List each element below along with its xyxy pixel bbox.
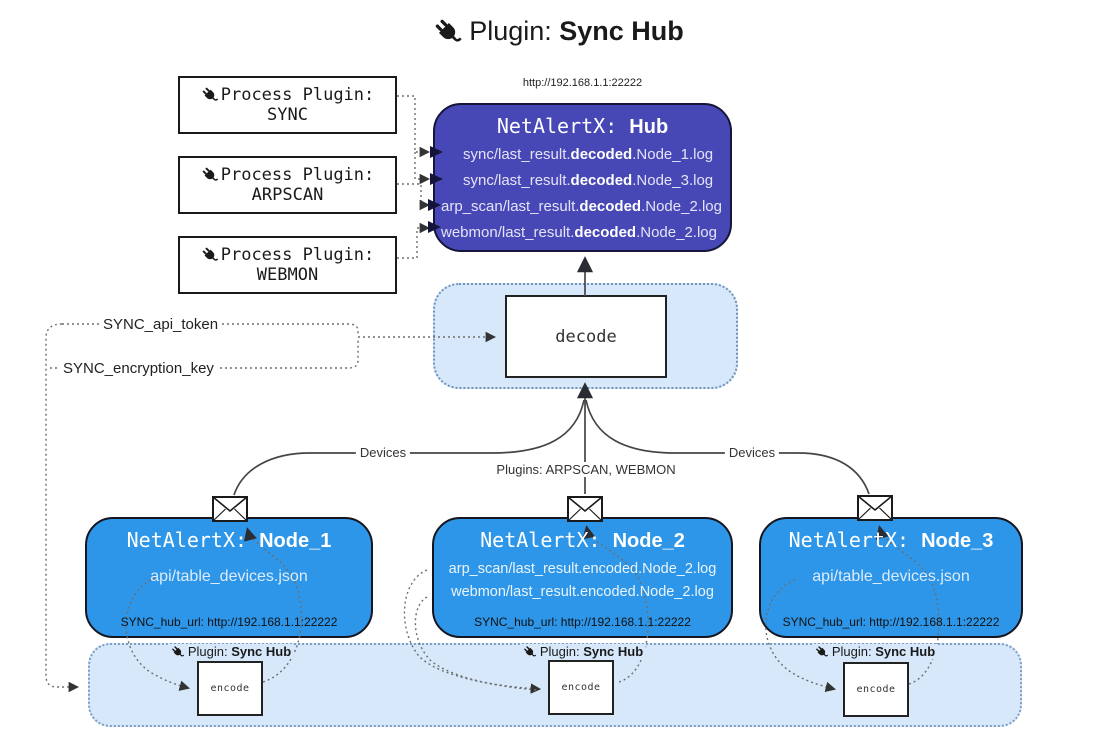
plug-icon [201, 86, 219, 104]
hub-log-line: sync/last_result.decoded.Node_1.log [463, 146, 714, 163]
wire-sync-to-hub-2 [414, 152, 431, 185]
plug-icon [201, 166, 219, 184]
node-title-bold: Node_1 [259, 530, 332, 552]
encode-box: encode [197, 661, 263, 716]
page-title-prefix: Plugin: [469, 16, 560, 46]
encode-label: encode [561, 682, 601, 693]
process-plugin-webmon-box: Process Plugin: WEBMON [178, 236, 397, 294]
hub-title-prefix: NetAlertX: [496, 114, 630, 138]
plug-icon [201, 246, 219, 264]
netalertx-node2-box: NetAlertX: Node_2 arp_scan/last_result.e… [432, 517, 733, 638]
envelope-icon [567, 496, 603, 522]
plug-icon [523, 645, 537, 659]
netalertx-node1-box: NetAlertX: Node_1 api/table_devices.json… [85, 517, 373, 638]
node-file: webmon/last_result.encoded.Node_2.log [451, 584, 714, 600]
page-title-bold: Sync Hub [559, 16, 684, 46]
hub-url-label: http://192.168.1.1:22222 [522, 77, 643, 89]
encode-box: encode [843, 662, 909, 717]
encode-box: encode [548, 660, 614, 715]
netalertx-node3-box: NetAlertX: Node_3 api/table_devices.json… [759, 517, 1023, 638]
process-plugin-name: ARPSCAN [251, 185, 324, 205]
node-file: arp_scan/last_result.encoded.Node_2.log [448, 561, 717, 577]
node-hub-url: SYNC_hub_url: http://192.168.1.1:22222 [782, 615, 1000, 629]
wire-arpscan-to-hub [397, 183, 431, 211]
process-plugin-label: Process Plugin: [220, 85, 375, 105]
hub-log-line: arp_scan/last_result.decoded.Node_2.log [441, 198, 722, 215]
node-title-prefix: NetAlertX: [788, 528, 922, 552]
node-title-prefix: NetAlertX: [126, 528, 260, 552]
band-plugin-label: Plugin: Sync Hub [519, 644, 647, 659]
node-title-bold: Node_3 [921, 530, 994, 552]
page-title: Plugin: Sync Hub [0, 16, 1117, 47]
process-plugin-arpscan-box: Process Plugin: ARPSCAN [178, 156, 397, 214]
devices-label-right: Devices [724, 445, 780, 460]
process-plugin-name: WEBMON [256, 265, 319, 285]
node-title-prefix: NetAlertX: [480, 528, 613, 552]
node-hub-url: SYNC_hub_url: http://192.168.1.1:22222 [120, 615, 338, 629]
sync-api-token-label: SYNC_api_token [100, 316, 222, 333]
plug-icon [815, 645, 829, 659]
envelope-icon [212, 496, 248, 522]
process-plugin-label: Process Plugin: [220, 245, 375, 265]
node-title-bold: Node_2 [612, 530, 685, 552]
devices-label-left: Devices [355, 445, 411, 460]
encode-label: encode [856, 684, 896, 695]
process-plugin-sync-box: Process Plugin: SYNC [178, 76, 397, 134]
node-file: api/table_devices.json [150, 568, 308, 585]
band-plugin-label: Plugin: Sync Hub [167, 644, 295, 659]
envelope-icon [857, 495, 893, 521]
process-plugin-label: Process Plugin: [220, 165, 375, 185]
hub-log-line: sync/last_result.decoded.Node_3.log [463, 172, 714, 189]
node-hub-url: SYNC_hub_url: http://192.168.1.1:22222 [474, 615, 691, 629]
decode-label: decode [555, 326, 617, 347]
process-plugin-name: SYNC [267, 105, 308, 125]
band-plugin-label: Plugin: Sync Hub [811, 644, 939, 659]
wire-webmon-to-hub [397, 222, 431, 259]
node-file: api/table_devices.json [812, 568, 970, 585]
plugins-label-mid: Plugins: ARPSCAN, WEBMON [492, 462, 680, 477]
plug-icon [433, 17, 463, 47]
wire-secrets-to-encode-band [45, 323, 80, 693]
netalertx-hub-box: NetAlertX: Hub sync/last_result.decoded.… [433, 103, 732, 252]
wire-sync-to-hub-1 [397, 95, 431, 158]
hub-title-bold: Hub [629, 116, 669, 138]
plug-icon [171, 645, 185, 659]
encode-label: encode [210, 683, 250, 694]
sync-encryption-key-label: SYNC_encryption_key [60, 360, 217, 377]
decode-box: decode [505, 295, 667, 378]
hub-log-line: webmon/last_result.decoded.Node_2.log [441, 224, 717, 241]
